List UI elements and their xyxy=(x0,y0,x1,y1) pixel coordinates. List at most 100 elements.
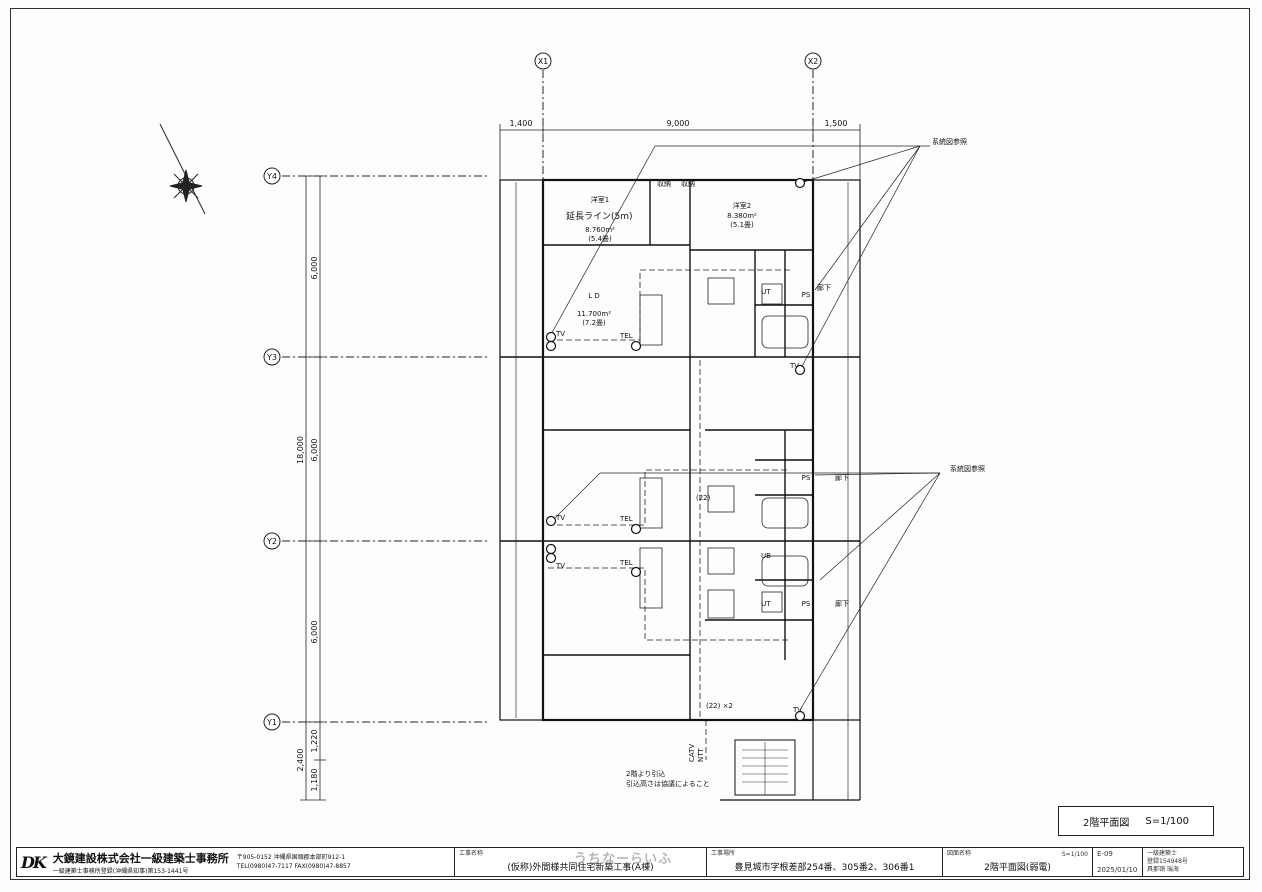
room-western2: 洋室2 xyxy=(733,201,751,210)
room-hallway2: 廊下 xyxy=(835,473,849,482)
room-western2-area: 8.380m² xyxy=(727,212,757,220)
site-cell: 工事場所 豊見城市字根差部254番、305番2、306番1 xyxy=(707,848,943,876)
grid-bubble-y4 xyxy=(263,167,281,185)
sheet-meta-cell: E-09 2025/01/10 xyxy=(1093,848,1143,876)
ntt-label: NTT xyxy=(697,748,705,762)
architect-name: 具那嶺 瑞海 xyxy=(1147,866,1179,873)
dim-left-2: 6,000 xyxy=(310,439,319,462)
tv-outlet-icon xyxy=(545,515,557,527)
room-ld-tatami: (7.2畳) xyxy=(582,319,606,327)
room-hallway3: 廊下 xyxy=(835,599,849,608)
pipe-label: (22) xyxy=(696,494,711,502)
pipe-count-label: (22) ×2 xyxy=(706,702,733,710)
tv-outlet-icon xyxy=(794,710,806,722)
company-cell: DK 大鏡建設株式会社一級建築士事務所 一級建築士事務所登録(沖縄県知事)第15… xyxy=(17,848,455,876)
room-ld: L D xyxy=(588,292,600,300)
sheet-number: E-09 xyxy=(1097,850,1113,858)
note-line-1: 2階より引込 xyxy=(626,769,665,778)
dim-left-5: 2,400 xyxy=(296,749,305,772)
tel-outlet-icon xyxy=(545,552,557,564)
sheet-date: 2025/01/10 xyxy=(1097,866,1138,874)
floor-plan-drawing: X1 X2 Y4 Y3 Y2 Y1 1,400 9,000 1,500 6,00… xyxy=(159,52,985,801)
drawing-cell: 図面名称 2階平面図(弱電) S=1/100 xyxy=(943,848,1093,876)
grid-label-y2: Y2 xyxy=(266,537,277,546)
room-ut2: UT xyxy=(761,600,771,608)
grid-label-y1: Y1 xyxy=(266,718,277,727)
project-cell: 工事名称 (仮称)外間様共同住宅新築工事(A棟) xyxy=(455,848,707,876)
tel-label: TEL xyxy=(619,559,633,567)
room-closet2: 収納 xyxy=(681,179,695,188)
room-ut1: UT xyxy=(761,288,771,296)
room-ld-area: 11.700m² xyxy=(577,310,611,318)
tv-outlet-icon xyxy=(794,177,806,189)
tv-label: TV xyxy=(555,562,565,570)
room-ps3: PS xyxy=(802,600,811,608)
room-western1: 洋室1 xyxy=(591,195,609,204)
company-address: 〒905-0152 沖縄県国頭郡本部町912-1 xyxy=(236,854,346,861)
drawing-scale: S=1/100 xyxy=(1061,851,1088,858)
architect-title: 一級建築士 xyxy=(1147,850,1178,857)
grid-bubble-x2 xyxy=(804,52,822,70)
site-label: 工事場所 xyxy=(711,850,736,857)
room-hallway1: 廊下 xyxy=(817,283,831,292)
grid-label-y3: Y3 xyxy=(266,353,277,362)
grid-bubble-y2 xyxy=(263,532,281,550)
catv-label: CATV xyxy=(688,744,696,762)
site-name: 豊見城市字根差部254番、305番2、306番1 xyxy=(734,863,915,873)
room-western1-area: 8.760m² xyxy=(585,226,615,234)
room-closet1: 収納 xyxy=(657,179,671,188)
scale-box: 2階平面図 S=1/100 xyxy=(1058,806,1214,836)
title-block: DK 大鏡建設株式会社一級建築士事務所 一級建築士事務所登録(沖縄県知事)第15… xyxy=(16,847,1244,877)
tel-outlet-icon xyxy=(630,340,642,352)
architect-registration: 登録154948号 xyxy=(1147,858,1188,865)
room-ps1: PS xyxy=(802,291,811,299)
tel-outlet-icon xyxy=(545,340,557,352)
tv-label: TV xyxy=(555,514,565,522)
north-arrow-icon xyxy=(159,123,206,215)
dim-left-1: 6,000 xyxy=(310,257,319,280)
tel-label: TEL xyxy=(619,515,633,523)
room-western1-tatami: (5.4畳) xyxy=(588,235,612,243)
grid-label-y4: Y4 xyxy=(266,172,277,181)
dim-top-1: 1,400 xyxy=(510,119,533,128)
project-name: (仮称)外間様共同住宅新築工事(A棟) xyxy=(507,863,654,873)
grid-label-x2: X2 xyxy=(808,57,819,66)
tv-outlet-icon xyxy=(545,543,557,555)
room-ub: UB xyxy=(761,552,771,560)
tel-outlet-icon xyxy=(630,523,642,535)
project-label: 工事名称 xyxy=(459,850,484,857)
company-logo: DK xyxy=(21,852,47,872)
tv-label: TV xyxy=(555,330,565,338)
scale-box-scale: S=1/100 xyxy=(1145,815,1189,827)
tv-outlet-icon xyxy=(545,331,557,343)
company-registration: 一級建築士事務所登録(沖縄県知事)第153-1441号 xyxy=(52,867,189,875)
dim-left-total: 18,000 xyxy=(296,436,305,464)
dim-top-3: 1,500 xyxy=(825,119,848,128)
dim-left-4: 1,220 xyxy=(310,730,319,753)
note-line-2: 引込高さは協議によること xyxy=(626,779,710,788)
tel-label: TEL xyxy=(619,332,633,340)
room-ps2: PS xyxy=(802,474,811,482)
company-name: 大鏡建設株式会社一級建築士事務所 xyxy=(52,851,229,865)
grid-bubble-y1 xyxy=(263,713,281,731)
system-ref-label-2: 系統図参照 xyxy=(950,464,985,473)
system-ref-label-1: 系統図参照 xyxy=(932,137,967,146)
architect-cell: 一級建築士 登録154948号 具那嶺 瑞海 xyxy=(1143,848,1193,876)
scale-box-drawing-name: 2階平面図 xyxy=(1083,817,1130,829)
grid-bubble-y3 xyxy=(263,348,281,366)
tv-label: TV xyxy=(789,362,799,370)
tel-outlet-icon xyxy=(630,566,642,578)
sheet-border xyxy=(10,8,1250,880)
drawing-label: 図面名称 xyxy=(947,850,972,857)
dim-left-6: 1,180 xyxy=(310,769,319,792)
dim-top-2: 9,000 xyxy=(667,119,690,128)
tv-outlet-icon xyxy=(794,364,806,376)
grid-label-x1: X1 xyxy=(538,57,549,66)
extension-line-label: 延長ライン(5m) xyxy=(566,210,633,222)
grid-bubble-x1 xyxy=(534,52,552,70)
dim-left-3: 6,000 xyxy=(310,621,319,644)
room-western2-tatami: (5.1畳) xyxy=(730,221,754,229)
drawing-name: 2階平面図(弱電) xyxy=(984,863,1051,873)
company-phone: TEL(0980)47-7117 FAX(0980)47-8857 xyxy=(236,863,351,870)
tv-label: TV xyxy=(792,706,802,714)
